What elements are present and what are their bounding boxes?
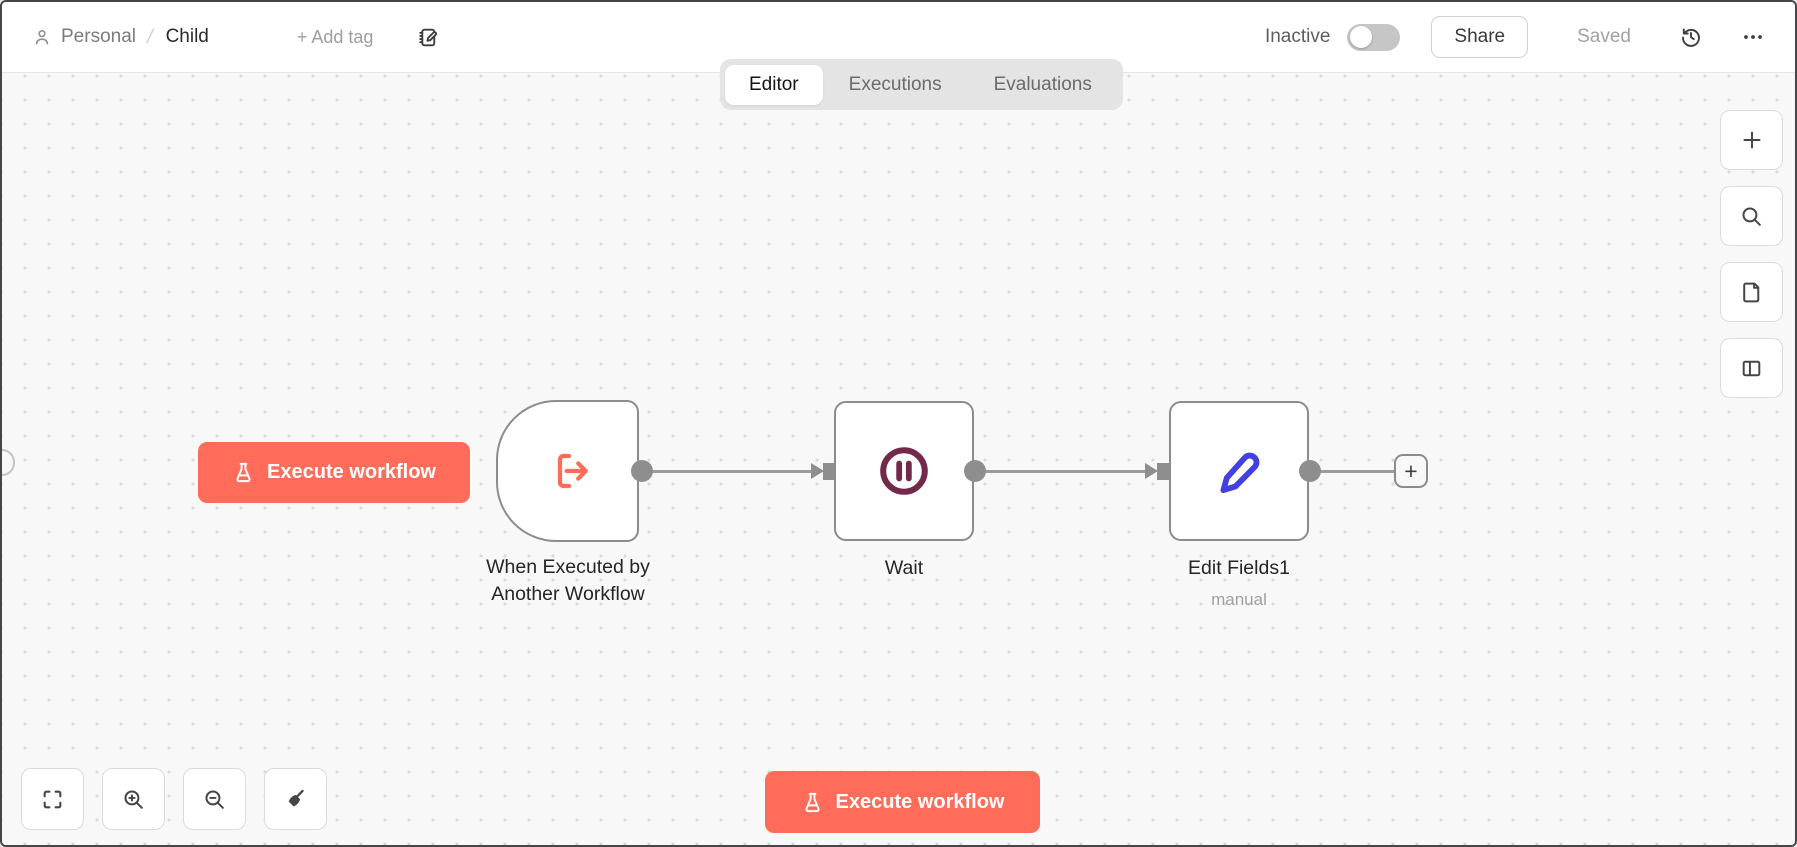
search-toolbar-button[interactable] xyxy=(1720,186,1783,246)
header-right-group: Inactive Share Saved xyxy=(1265,16,1765,58)
canvas-zoom-toolbar xyxy=(21,768,327,830)
zoom-out-icon xyxy=(205,789,224,809)
active-toggle[interactable] xyxy=(1347,23,1401,51)
share-button[interactable]: Share xyxy=(1431,16,1529,58)
sticky-note-edit-icon[interactable] xyxy=(415,25,440,50)
toggle-panel-toolbar-button[interactable] xyxy=(1720,338,1783,398)
panel-icon xyxy=(1742,360,1761,376)
pen-icon xyxy=(1220,452,1260,494)
execute-workflow-button-canvas[interactable]: Execute workflow xyxy=(198,442,470,503)
activation-status-label: Inactive xyxy=(1264,26,1331,47)
node-wait[interactable] xyxy=(834,401,974,541)
output-port-trigger[interactable] xyxy=(631,460,653,482)
tidy-up-button[interactable] xyxy=(264,768,327,830)
output-port-edit-fields[interactable] xyxy=(1299,460,1321,482)
tidy-up-icon xyxy=(288,789,304,806)
workflow-title[interactable]: Child xyxy=(165,26,209,47)
node-label-edit-fields: Edit Fields1 manual xyxy=(1139,555,1339,613)
input-port-edit-fields xyxy=(1157,462,1169,480)
view-tabs: Editor Executions Evaluations xyxy=(720,59,1123,110)
sticky-note-icon xyxy=(1743,282,1760,302)
pause-icon xyxy=(880,447,928,495)
node-label-wait: Wait xyxy=(884,557,924,579)
plus-icon xyxy=(1742,131,1761,149)
user-icon xyxy=(32,27,52,47)
zoom-in-button[interactable] xyxy=(102,768,165,830)
add-tag-button[interactable]: + Add tag xyxy=(296,26,374,47)
execute-workflow-button-bottom[interactable]: Execute workflow xyxy=(765,771,1040,833)
tab-editor[interactable]: Editor xyxy=(725,64,823,105)
connection-wait-to-edit-fields xyxy=(985,469,1148,473)
execute-workflow-label: Execute workflow xyxy=(267,461,436,483)
node-label-trigger: When Executed by Another Workflow xyxy=(486,556,650,605)
tab-evaluations[interactable]: Evaluations xyxy=(993,73,1092,95)
search-icon xyxy=(1742,206,1761,226)
toggle-knob xyxy=(1350,26,1373,48)
more-options-icon[interactable] xyxy=(1741,25,1765,49)
breadcrumb-separator: / xyxy=(144,25,156,48)
connection-trigger-to-wait xyxy=(652,469,814,473)
node-when-executed-by-another-workflow[interactable] xyxy=(496,400,639,542)
sticky-note-toolbar-button[interactable] xyxy=(1720,262,1783,322)
save-status-badge: Saved xyxy=(1577,26,1631,47)
connection-arrowhead xyxy=(1145,463,1158,479)
collapse-panel-handle[interactable] xyxy=(2,449,15,476)
zoom-in-icon xyxy=(124,789,143,809)
zoom-to-fit-button[interactable] xyxy=(21,768,84,830)
flask-icon xyxy=(236,462,251,483)
connection-arrowhead xyxy=(811,463,824,479)
fit-view-icon xyxy=(43,790,62,808)
canvas-right-toolbar xyxy=(1720,110,1783,398)
node-subtitle-manual: manual xyxy=(1211,590,1267,609)
version-history-icon[interactable] xyxy=(1679,25,1703,49)
breadcrumb-project-label: Personal xyxy=(61,26,136,47)
node-edit-fields1[interactable] xyxy=(1169,401,1309,541)
execute-workflow-label: Execute workflow xyxy=(835,790,1005,813)
breadcrumb-project[interactable]: Personal xyxy=(32,26,136,48)
workflow-canvas[interactable]: Execute workflow xyxy=(2,73,1795,845)
connection-edit-fields-to-add xyxy=(1320,469,1396,473)
breadcrumb: Personal / Child xyxy=(32,26,209,49)
tab-executions[interactable]: Executions xyxy=(848,73,942,95)
output-port-wait[interactable] xyxy=(964,460,986,482)
workflow-input-icon xyxy=(557,453,588,489)
zoom-out-button[interactable] xyxy=(183,768,246,830)
add-node-toolbar-button[interactable] xyxy=(1720,110,1783,170)
input-port-wait xyxy=(823,462,835,480)
add-node-button[interactable]: + xyxy=(1394,454,1428,488)
flask-icon xyxy=(805,792,820,812)
